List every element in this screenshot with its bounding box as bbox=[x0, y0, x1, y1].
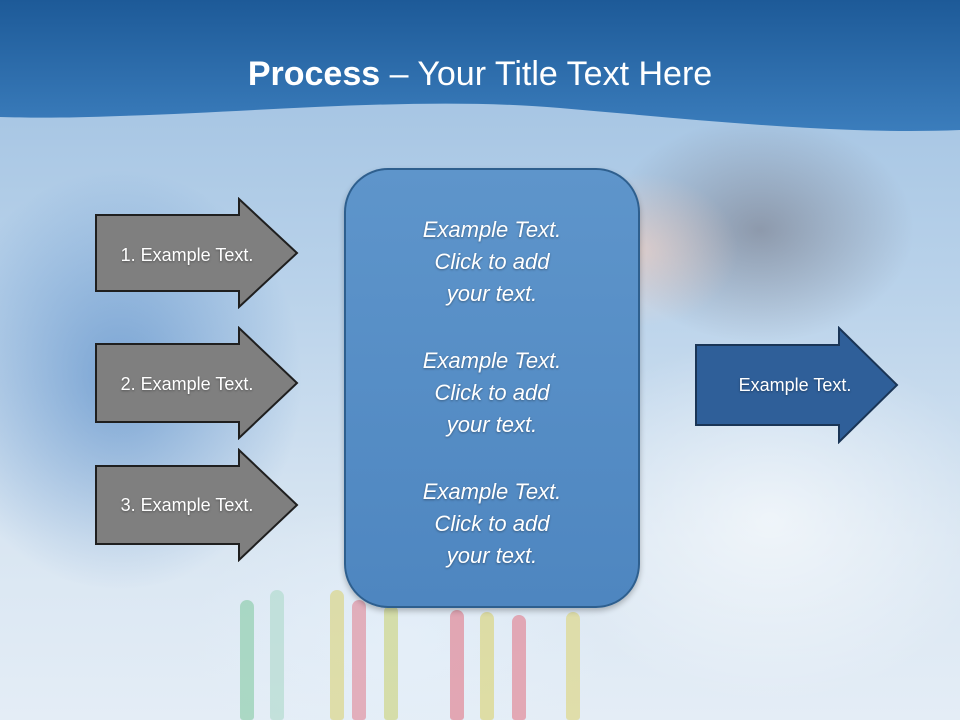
center-text-line: Example Text. bbox=[422, 217, 562, 242]
center-text-item[interactable]: Example Text. Click to add your text. bbox=[423, 476, 562, 572]
center-text-line: Click to add bbox=[434, 249, 550, 274]
center-text-line: your text. bbox=[446, 412, 538, 437]
process-arrow-3[interactable] bbox=[94, 448, 300, 562]
page-title: Process – Your Title Text Here bbox=[0, 52, 960, 96]
process-arrow-2[interactable] bbox=[94, 326, 300, 440]
test-tube bbox=[240, 600, 254, 720]
center-text-line: Example Text. bbox=[422, 348, 562, 373]
process-arrow-1-label: 1. Example Text. bbox=[120, 244, 254, 265]
process-arrow-2-label: 2. Example Text. bbox=[120, 373, 254, 394]
test-tube bbox=[270, 590, 284, 720]
test-tube bbox=[352, 600, 366, 720]
process-arrow-1[interactable] bbox=[94, 197, 300, 309]
center-text-line: Click to add bbox=[434, 511, 550, 536]
center-text-item[interactable]: Example Text. Click to add your text. bbox=[423, 214, 562, 310]
process-arrow-3-label: 3. Example Text. bbox=[120, 494, 254, 515]
center-text-item[interactable]: Example Text. Click to add your text. bbox=[423, 345, 562, 441]
test-tube bbox=[566, 612, 580, 720]
center-text-line: your text. bbox=[446, 281, 538, 306]
center-text-line: Example Text. bbox=[422, 479, 562, 504]
output-arrow[interactable] bbox=[694, 326, 900, 444]
test-tube bbox=[384, 605, 398, 720]
test-tube bbox=[512, 615, 526, 720]
title-rest: – Your Title Text Here bbox=[380, 55, 713, 93]
title-bold: Process bbox=[247, 55, 381, 93]
test-tube bbox=[450, 610, 464, 720]
center-text-line: Click to add bbox=[434, 380, 550, 405]
center-text-box[interactable]: Example Text. Click to add your text. Ex… bbox=[344, 168, 640, 608]
test-tube bbox=[480, 612, 494, 720]
test-tube bbox=[330, 590, 344, 720]
header-banner bbox=[0, 0, 960, 131]
center-text-line: your text. bbox=[446, 543, 538, 568]
output-arrow-label: Example Text. bbox=[738, 374, 852, 395]
